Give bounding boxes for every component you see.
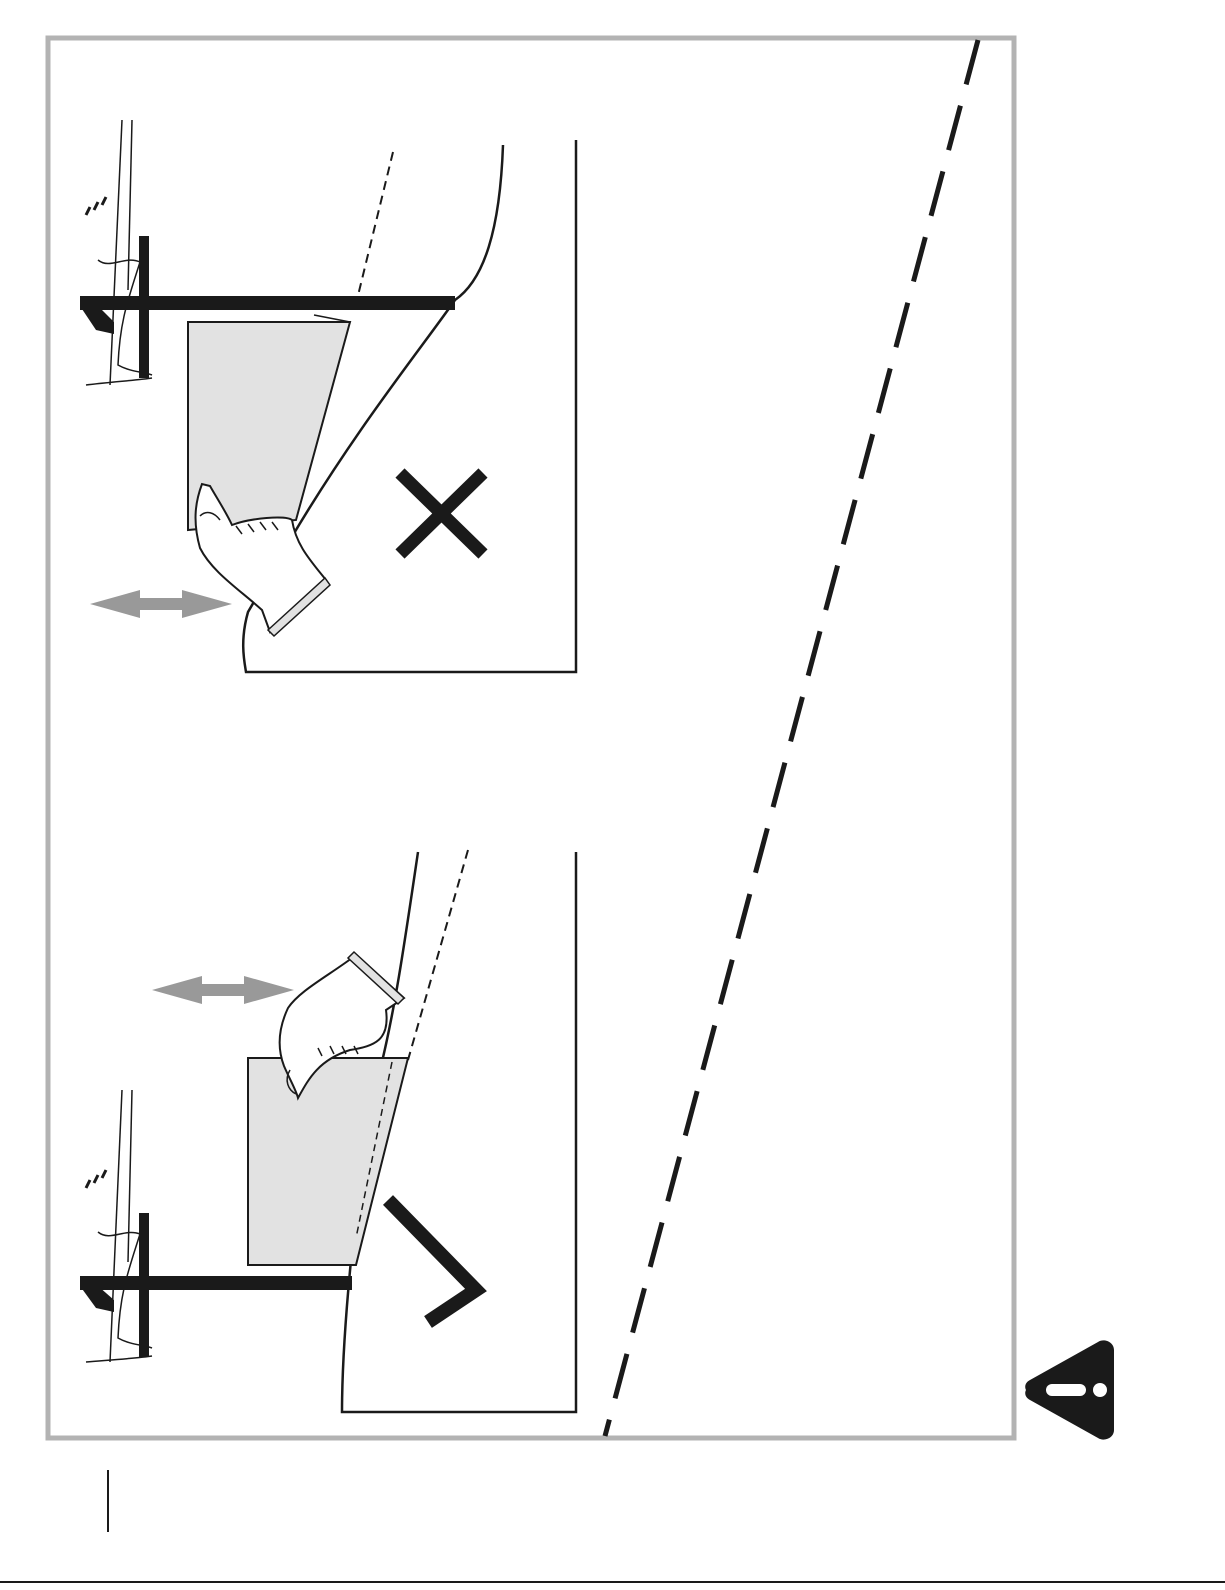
seam-guide-line: [408, 850, 468, 1060]
screw-marks: [86, 1170, 106, 1188]
warning-triangle-icon: [1025, 1340, 1114, 1439]
needle-bar: [110, 1090, 122, 1362]
foot-tip: [80, 306, 114, 334]
double-arrow-icon: [152, 976, 294, 1004]
diagonal-cut-line: [605, 40, 978, 1436]
cross-mark-icon: [400, 473, 483, 554]
panel-correct: [80, 850, 576, 1412]
fabric-fold: [314, 315, 350, 322]
horizontal-bar: [80, 296, 455, 310]
panel-incorrect: [80, 120, 576, 672]
double-arrow-icon: [90, 590, 232, 618]
check-mark-icon: [388, 1200, 476, 1322]
seam-guide-line: [354, 152, 393, 312]
base-line: [86, 1356, 152, 1362]
horizontal-bar: [80, 1276, 352, 1290]
needle-bar-2: [128, 120, 132, 290]
page-frame: [48, 38, 1014, 1438]
needle-bar-2: [128, 1090, 132, 1262]
base-line: [86, 378, 152, 385]
fabric-piece: [248, 1058, 408, 1265]
needle-bar: [110, 120, 122, 385]
screw-marks: [86, 197, 106, 215]
